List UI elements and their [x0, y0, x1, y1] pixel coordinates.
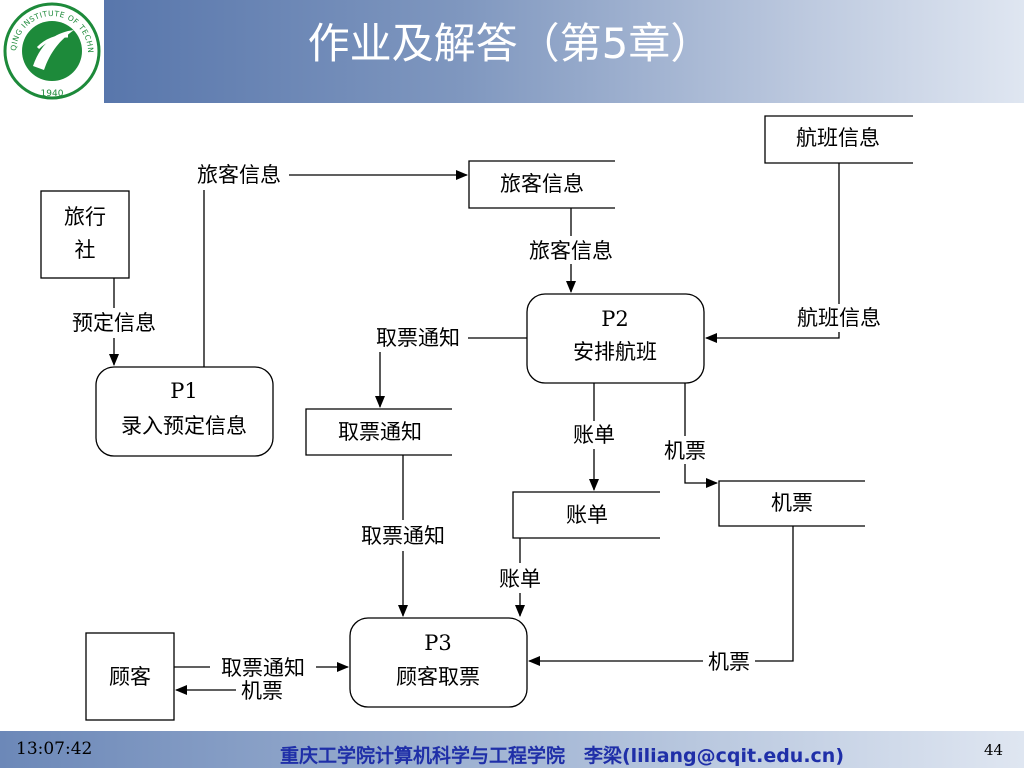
store-label: 机票	[771, 491, 813, 515]
process-name: 录入预定信息	[121, 414, 247, 438]
flow-label: 机票	[708, 650, 750, 674]
flow-label: 取票通知	[376, 326, 460, 350]
flow-label: 预定信息	[72, 311, 156, 335]
footer-time: 13:07:42	[16, 739, 93, 759]
page-title: 作业及解答（第5章）	[307, 19, 713, 68]
store-label: 取票通知	[338, 420, 422, 444]
flow-arrow	[684, 464, 718, 488]
process-p3	[349, 617, 528, 708]
entity-customer	[85, 632, 175, 721]
flow-label: 取票通知	[221, 656, 305, 680]
store-label: 航班信息	[796, 126, 880, 150]
flow-arrow	[705, 332, 840, 343]
flow-label: 机票	[664, 439, 706, 463]
store-ticket-notice	[305, 408, 452, 456]
logo-year: 1940	[41, 89, 64, 99]
flow-label: 机票	[241, 679, 283, 703]
footer-author: 重庆工学院计算机科学与工程学院 李梁(liliang@cqit.edu.cn)	[279, 745, 845, 767]
page-number: 44	[984, 741, 1004, 759]
entity-label: 顾客	[109, 665, 151, 689]
process-name: 安排航班	[573, 340, 657, 364]
process-id: P2	[601, 307, 629, 331]
entity-label: 社	[75, 238, 96, 262]
process-id: P1	[170, 379, 198, 403]
process-name: 顾客取票	[396, 665, 480, 689]
flow-label: 账单	[573, 423, 615, 447]
flow-label: 航班信息	[797, 306, 881, 330]
process-p1	[95, 366, 274, 457]
slide-header: CHONGQING INSTITUTE OF TECHNOLOGY 1940 作…	[0, 0, 1024, 103]
college-logo: CHONGQING INSTITUTE OF TECHNOLOGY 1940	[0, 0, 104, 103]
store-label: 旅客信息	[500, 172, 584, 196]
store-label: 账单	[566, 503, 608, 527]
entity-label: 旅行	[64, 205, 106, 229]
store-bill	[512, 491, 660, 539]
flow-label: 旅客信息	[197, 163, 281, 187]
process-id: P3	[424, 631, 452, 655]
flow-label: 取票通知	[361, 524, 445, 548]
flow-label: 旅客信息	[529, 239, 613, 263]
store-ticket	[718, 480, 865, 527]
flow-label: 账单	[499, 567, 541, 591]
flow-line	[755, 526, 794, 662]
slide-footer	[0, 731, 1024, 768]
entity-travel-agency	[40, 190, 130, 279]
store-passenger-info	[468, 160, 615, 209]
